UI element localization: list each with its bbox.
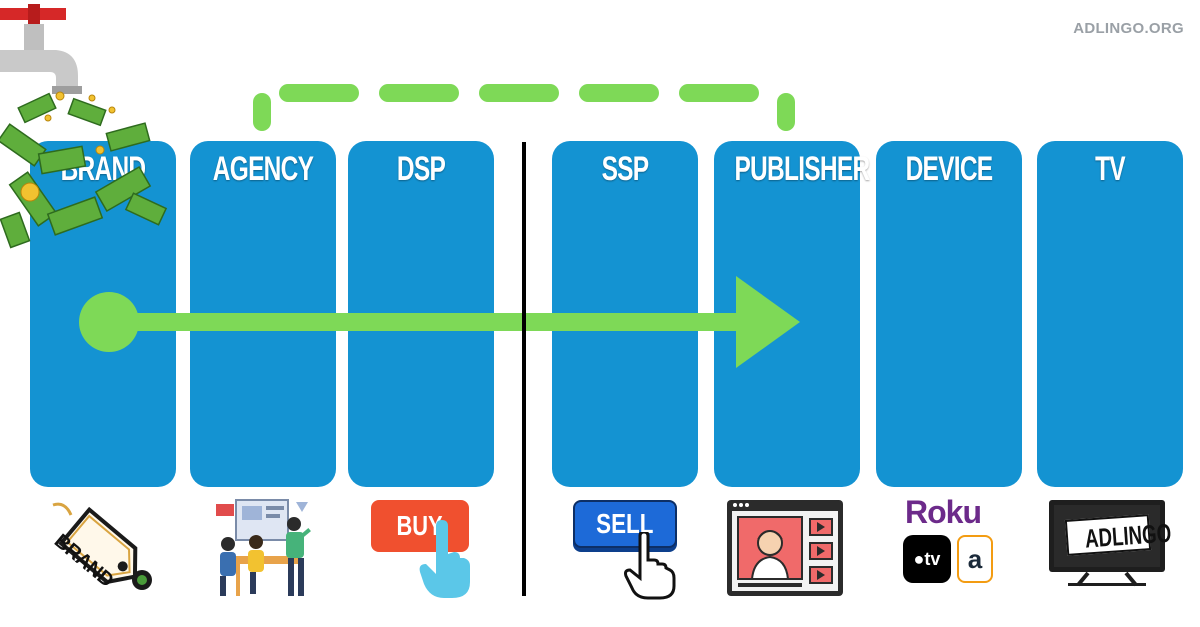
label-device: DEVICE — [905, 150, 994, 188]
label-ssp: SSP — [601, 150, 650, 188]
agency-team-icon — [216, 499, 311, 596]
label-agency: AGENCY — [212, 150, 314, 188]
label-dsp: DSP — [396, 150, 446, 188]
buy-button-label: BUY — [396, 510, 444, 541]
buy-sell-divider — [522, 142, 526, 596]
flow-arrow — [79, 276, 800, 368]
label-publisher: PUBLISHER — [734, 150, 870, 188]
hand-cursor-icon — [624, 532, 676, 600]
flow-arrow-shaft — [108, 313, 748, 331]
apple-icon: ● — [913, 549, 925, 569]
label-tv: TV — [1095, 150, 1126, 188]
flow-arrow-head — [736, 276, 800, 368]
appletv-label: tv — [924, 549, 941, 569]
dashed-bracket — [253, 84, 795, 131]
flow-arrow-origin — [79, 292, 139, 352]
buy-button-icon: BUY — [371, 500, 469, 552]
column-device — [876, 141, 1022, 487]
sell-button-icon: SELL — [573, 500, 677, 548]
brand-tag-icon — [52, 502, 152, 590]
appletv-logo: ●tv — [903, 535, 951, 583]
hand-pointer-icon — [419, 520, 470, 598]
roku-logo: Roku — [905, 494, 982, 530]
column-tv — [1037, 141, 1183, 487]
watermark: ADLINGO.ORG — [1073, 20, 1184, 37]
amazon-logo: a — [957, 535, 993, 583]
publisher-video-icon — [727, 500, 843, 596]
faucet-money-icon — [0, 4, 168, 249]
